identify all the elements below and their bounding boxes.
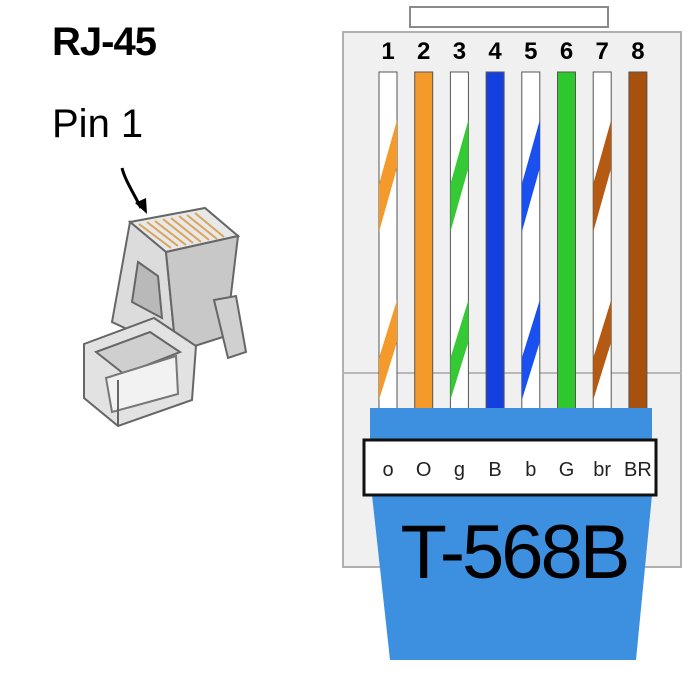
wire-pin-3 bbox=[449, 71, 469, 411]
pin-number-3: 3 bbox=[452, 38, 467, 65]
wire-stripe bbox=[450, 120, 469, 232]
rj45-plug-illustration bbox=[83, 206, 248, 428]
wire-group bbox=[378, 71, 648, 411]
wire-stripe bbox=[379, 300, 397, 400]
color-code-pin-5: b bbox=[525, 459, 537, 481]
latch-tab bbox=[409, 6, 609, 28]
color-code-pin-7: br bbox=[593, 459, 612, 481]
cable-jacket bbox=[362, 408, 658, 660]
wire-stripe bbox=[450, 300, 469, 400]
color-code-strip bbox=[362, 438, 658, 497]
wire-pin-6 bbox=[557, 71, 576, 411]
wire-pin-5 bbox=[521, 71, 541, 411]
pin-number-8: 8 bbox=[631, 38, 645, 65]
pin-number-6: 6 bbox=[559, 38, 574, 65]
pin-number-2: 2 bbox=[417, 38, 431, 65]
pin-number-5: 5 bbox=[524, 38, 538, 65]
pin-number-4: 4 bbox=[488, 38, 502, 65]
pin-number-1: 1 bbox=[381, 38, 395, 65]
jacket-bottom bbox=[372, 495, 652, 660]
color-code-pin-3: g bbox=[453, 459, 465, 481]
color-code-pin-8: BR bbox=[623, 459, 652, 481]
pin-1-label: Pin 1 bbox=[52, 102, 144, 146]
color-code-pin-2: O bbox=[415, 459, 432, 481]
color-code-pin-1: o bbox=[382, 459, 394, 481]
wire-pin-7 bbox=[592, 71, 612, 411]
wire-pin-2 bbox=[414, 71, 434, 411]
wire-stripe bbox=[521, 300, 540, 400]
wire-pin-1 bbox=[378, 71, 398, 411]
rj45-title: RJ-45 bbox=[52, 20, 157, 64]
pin-1-arrow bbox=[120, 167, 147, 214]
wire-stripe bbox=[593, 120, 612, 232]
pin-number-7: 7 bbox=[595, 38, 609, 65]
wire-stripe bbox=[593, 300, 612, 400]
wire-pin-4 bbox=[485, 71, 505, 411]
standard-label: T-568B bbox=[400, 510, 630, 595]
color-code-pin-4: B bbox=[488, 459, 502, 481]
wire-stripe bbox=[521, 120, 540, 232]
wire-pin-8 bbox=[628, 71, 648, 411]
color-code-pin-6: G bbox=[558, 459, 575, 481]
wire-stripe bbox=[379, 120, 397, 232]
